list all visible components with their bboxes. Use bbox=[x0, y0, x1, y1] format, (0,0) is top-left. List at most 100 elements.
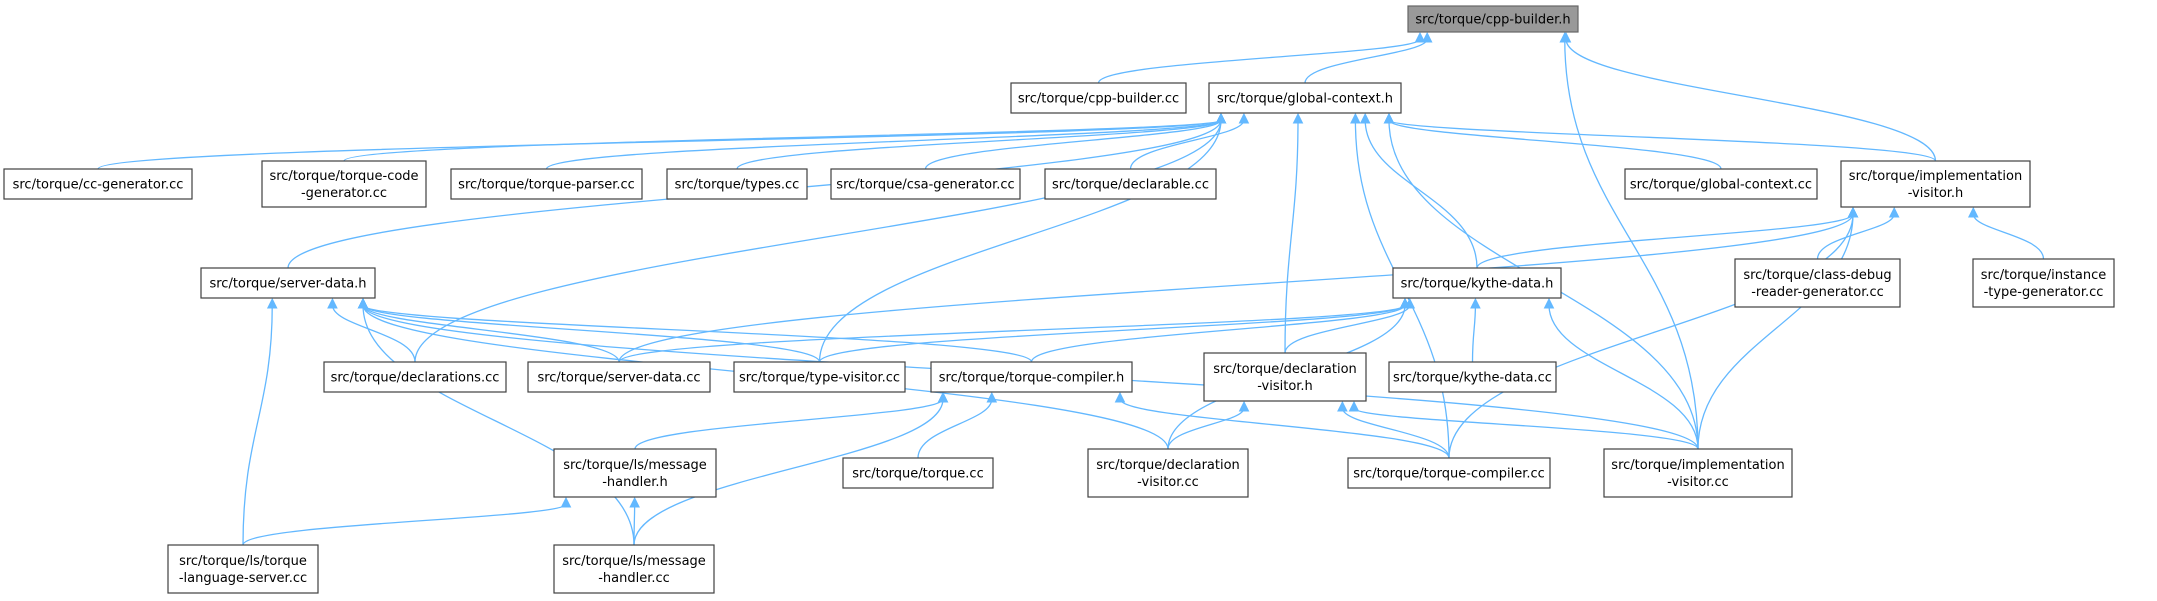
arrowhead bbox=[1399, 297, 1411, 309]
edge-line bbox=[633, 398, 944, 546]
arrowhead bbox=[327, 297, 338, 309]
edge-line bbox=[633, 503, 636, 546]
node-label: src/torque/server-data.cc bbox=[537, 371, 700, 386]
edge-server-data-cc-to-implementation-visitor-h bbox=[618, 206, 1859, 363]
node-label: -handler.cc bbox=[598, 571, 670, 586]
node-torque-code-generator-cc[interactable]: src/torque/torque-code -generator.cc bbox=[261, 160, 427, 208]
edge-line bbox=[1167, 407, 1245, 450]
arrowhead bbox=[560, 496, 572, 508]
edge-line bbox=[1548, 304, 1699, 450]
node-box bbox=[167, 544, 319, 594]
edge-line bbox=[736, 119, 1222, 170]
node-torque-parser-cc[interactable]: src/torque/torque-parser.cc bbox=[450, 168, 643, 200]
edge-torque-compiler-cc-to-declaration-visitor-h bbox=[1337, 400, 1450, 459]
node-box bbox=[1203, 352, 1367, 402]
node-declarable-cc[interactable]: src/torque/declarable.cc bbox=[1044, 168, 1217, 200]
edge-line bbox=[618, 213, 1854, 363]
node-label: src/torque/torque-compiler.h bbox=[939, 371, 1125, 386]
node-implementation-visitor-cc[interactable]: src/torque/implementation-visitor.cc bbox=[1603, 448, 1793, 498]
edge-implementation-visitor-cc-to-declaration-visitor-h bbox=[1348, 400, 1699, 450]
edge-torque-compiler-cc-to-implementation-visitor-h bbox=[1448, 206, 1859, 459]
node-global-context-h[interactable]: src/torque/global-context.h bbox=[1208, 82, 1402, 114]
node-server-data-h[interactable]: src/torque/server-data.h bbox=[200, 267, 376, 299]
edge-declarations-cc-to-global-context-h bbox=[414, 112, 1227, 363]
node-server-data-cc[interactable]: src/torque/server-data.cc bbox=[527, 361, 711, 393]
edge-declaration-visitor-cc-to-declaration-visitor-h bbox=[1167, 400, 1250, 450]
edge-line bbox=[1284, 119, 1299, 354]
arrowhead bbox=[1359, 112, 1371, 124]
edge-line bbox=[618, 304, 1406, 363]
edge-global-context-cc-to-global-context-h bbox=[1383, 112, 1722, 170]
arrowhead bbox=[1888, 206, 1900, 218]
edge-kythe-data-cc-to-kythe-data-h bbox=[1470, 297, 1481, 363]
node-declaration-visitor-cc[interactable]: src/torque/declaration-visitor.cc bbox=[1087, 448, 1249, 498]
node-box bbox=[553, 448, 717, 498]
node-label: -visitor.h bbox=[1908, 186, 1964, 201]
node-ls-torque-language-server-cc[interactable]: src/torque/ls/torque-language-server.cc bbox=[167, 544, 319, 594]
node-box bbox=[842, 457, 994, 489]
edge-ls-torque-language-server-cc-to-ls-message-handler-h bbox=[242, 496, 572, 546]
edge-ls-message-handler-h-to-torque-compiler-h bbox=[634, 391, 949, 450]
node-type-visitor-cc[interactable]: src/torque/type-visitor.cc bbox=[733, 361, 906, 393]
node-label: src/torque/declarations.cc bbox=[331, 371, 500, 386]
edge-declaration-visitor-h-to-global-context-h bbox=[1284, 112, 1304, 354]
node-torque-compiler-cc[interactable]: src/torque/torque-compiler.cc bbox=[1347, 457, 1551, 489]
node-cc-generator-cc[interactable]: src/torque/cc-generator.cc bbox=[3, 168, 193, 200]
node-class-debug-reader-generator-cc[interactable]: src/torque/class-debug-reader-generator.… bbox=[1734, 258, 1901, 308]
edge-line bbox=[1364, 119, 1478, 269]
edge-ls-message-handler-cc-to-torque-compiler-h bbox=[633, 391, 949, 546]
edge-line bbox=[545, 119, 1222, 170]
arrowhead bbox=[357, 297, 369, 309]
edge-declarable-cc-to-global-context-h bbox=[1129, 112, 1250, 170]
node-label: src/torque/torque-parser.cc bbox=[458, 178, 635, 193]
edge-torque-compiler-cc-to-torque-compiler-h bbox=[1114, 391, 1450, 459]
node-box bbox=[1972, 258, 2115, 308]
node-torque-cc[interactable]: src/torque/torque.cc bbox=[842, 457, 994, 489]
edge-instance-type-generator-cc-to-implementation-visitor-h bbox=[1967, 206, 2045, 260]
node-box bbox=[323, 361, 507, 393]
node-label: -generator.cc bbox=[301, 186, 387, 201]
node-kythe-data-cc[interactable]: src/torque/kythe-data.cc bbox=[1388, 361, 1557, 393]
edge-line bbox=[924, 119, 1222, 170]
arrowhead bbox=[1350, 112, 1361, 124]
node-declaration-visitor-h[interactable]: src/torque/declaration-visitor.h bbox=[1203, 352, 1367, 402]
node-label: src/torque/ls/torque bbox=[179, 554, 307, 569]
node-label: src/torque/torque-code bbox=[269, 169, 418, 184]
node-kythe-data-h[interactable]: src/torque/kythe-data.h bbox=[1392, 267, 1562, 299]
node-label: src/torque/cpp-builder.h bbox=[1415, 13, 1570, 28]
node-cpp-builder-cc[interactable]: src/torque/cpp-builder.cc bbox=[1010, 82, 1187, 114]
edge-line bbox=[1476, 213, 1854, 269]
edge-torque-cc-to-torque-compiler-h bbox=[917, 391, 998, 459]
edge-line bbox=[1030, 304, 1406, 363]
node-box bbox=[1734, 258, 1901, 308]
edge-line bbox=[917, 398, 993, 459]
node-types-cc[interactable]: src/torque/types.cc bbox=[666, 168, 808, 200]
arrowhead bbox=[1238, 400, 1250, 412]
edge-ls-message-handler-cc-to-server-data-h bbox=[357, 297, 635, 546]
node-cpp-builder-h[interactable]: src/torque/cpp-builder.h bbox=[1407, 5, 1579, 33]
node-box bbox=[200, 267, 376, 299]
node-instance-type-generator-cc[interactable]: src/torque/instance-type-generator.cc bbox=[1972, 258, 2115, 308]
arrowhead bbox=[1559, 31, 1571, 43]
node-csa-generator-cc[interactable]: src/torque/csa-generator.cc bbox=[830, 168, 1021, 200]
edge-torque-code-generator-cc-to-global-context-h bbox=[343, 112, 1227, 162]
edge-line bbox=[818, 119, 1222, 363]
edge-line bbox=[1388, 119, 1937, 162]
edge-global-context-h-to-cpp-builder-h bbox=[1304, 31, 1433, 84]
node-box bbox=[830, 168, 1021, 200]
node-implementation-visitor-h[interactable]: src/torque/implementation-visitor.h bbox=[1840, 160, 2031, 208]
node-ls-message-handler-cc[interactable]: src/torque/ls/message-handler.cc bbox=[553, 544, 715, 594]
node-label: src/torque/class-debug bbox=[1743, 268, 1891, 283]
edge-line bbox=[362, 304, 635, 546]
edge-line bbox=[242, 304, 273, 546]
edge-line bbox=[634, 398, 944, 450]
edge-line bbox=[1353, 407, 1699, 450]
node-box bbox=[1392, 267, 1562, 299]
arrowhead bbox=[1543, 297, 1555, 309]
node-ls-message-handler-h[interactable]: src/torque/ls/message-handler.h bbox=[553, 448, 717, 498]
node-global-context-cc[interactable]: src/torque/global-context.cc bbox=[1624, 168, 1818, 200]
node-torque-compiler-h[interactable]: src/torque/torque-compiler.h bbox=[930, 361, 1133, 393]
edge-line bbox=[1388, 119, 1722, 170]
node-declarations-cc[interactable]: src/torque/declarations.cc bbox=[323, 361, 507, 393]
node-label: src/torque/declarable.cc bbox=[1052, 178, 1209, 193]
